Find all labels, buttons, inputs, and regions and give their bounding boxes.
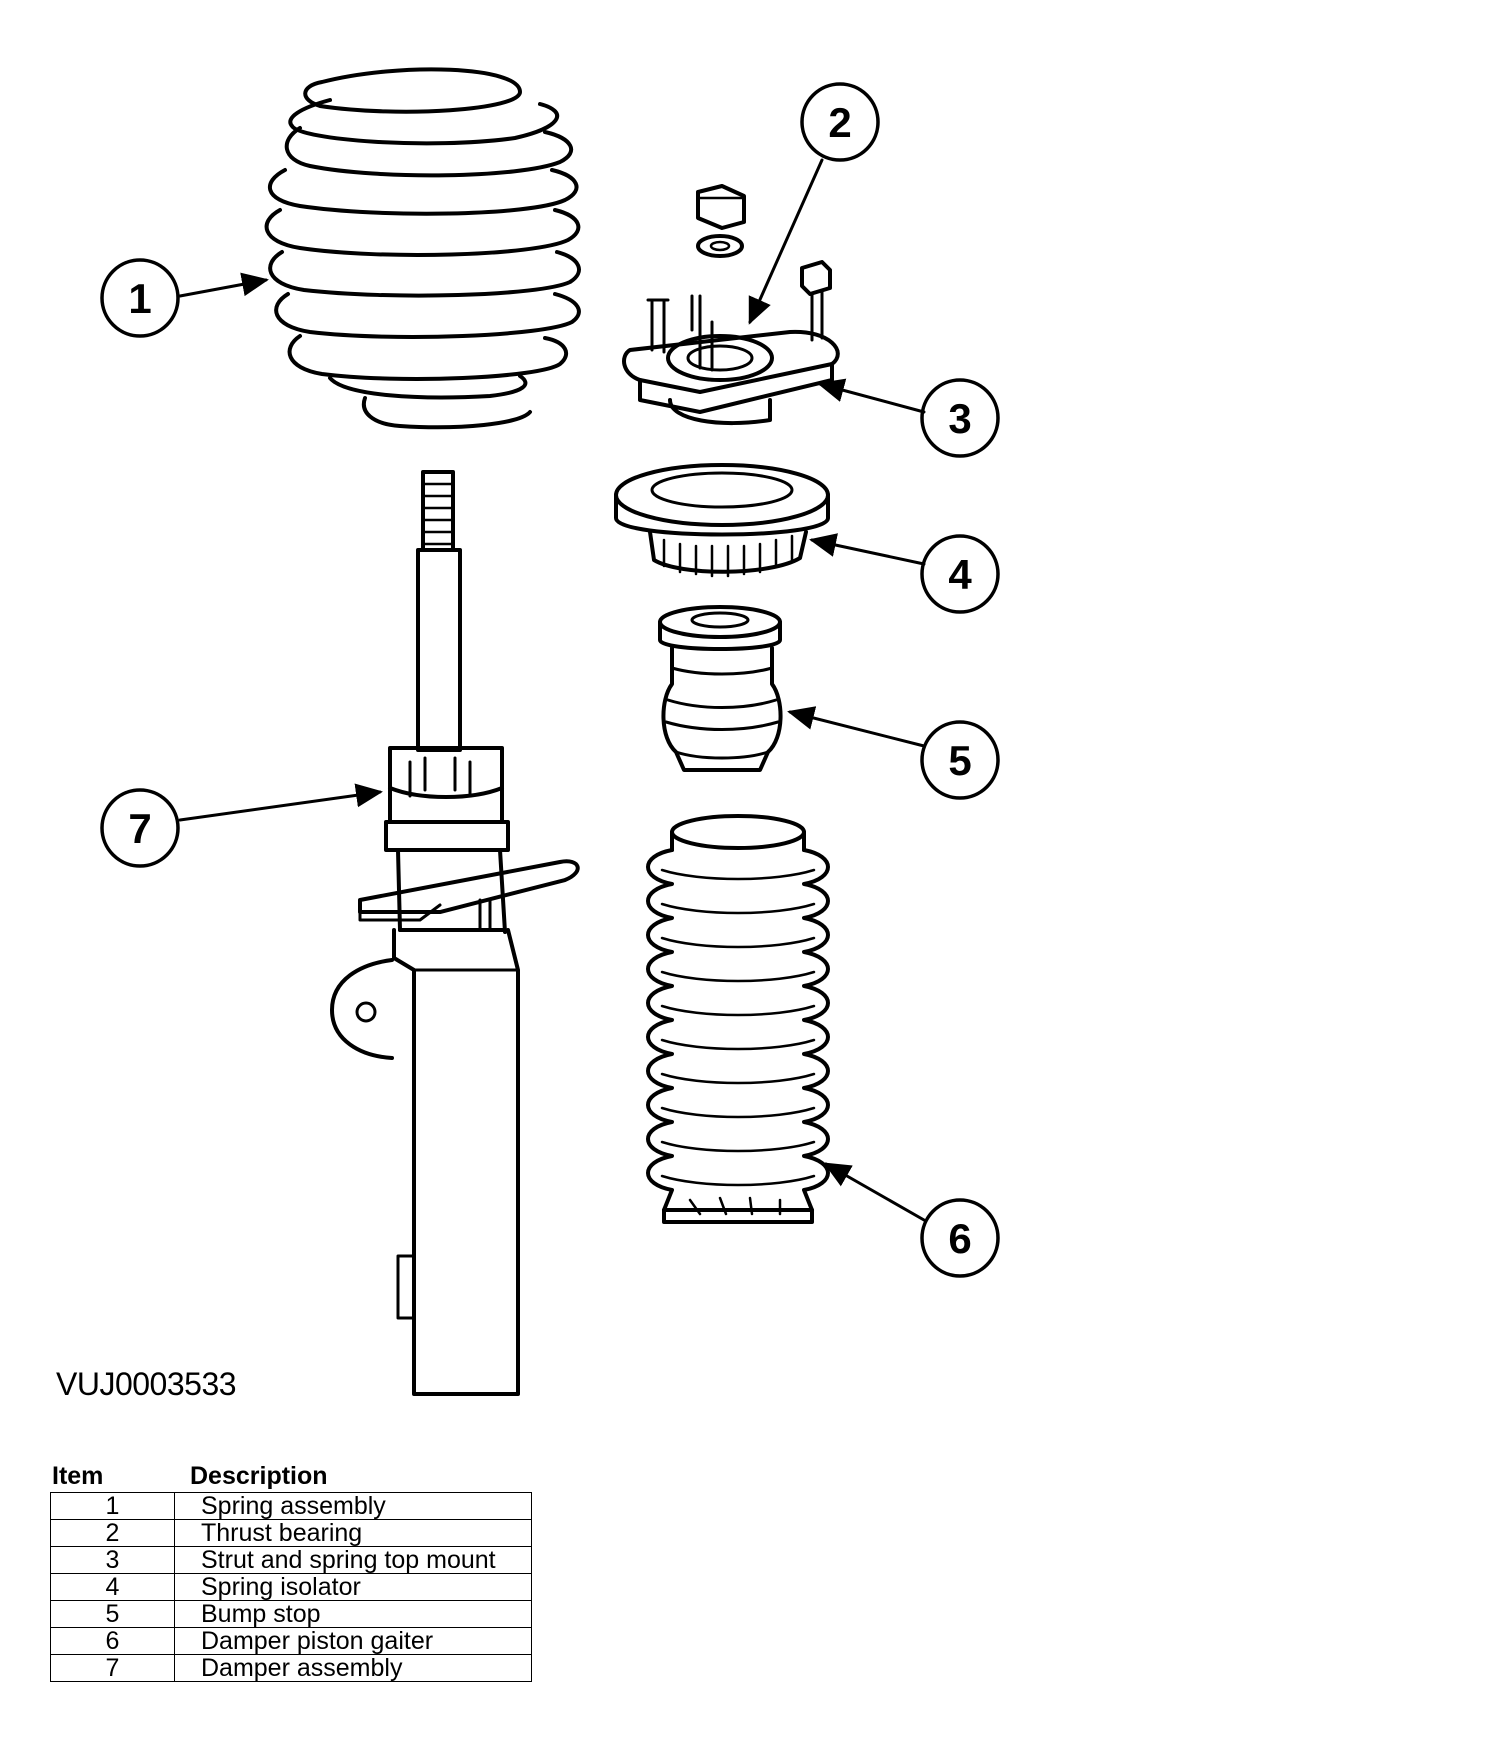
item-description: Damper assembly [174, 1654, 532, 1682]
legend-table: Item Description 1 Spring assembly 2 Thr… [50, 1462, 532, 1682]
legend-header-description: Description [190, 1462, 328, 1490]
callout-7: 7 [100, 788, 180, 868]
callout-1: 1 [100, 258, 180, 338]
legend-header: Item Description [50, 1462, 532, 1492]
spring-isolator-part [614, 463, 830, 578]
callout-2: 2 [800, 82, 880, 162]
svg-text:7: 7 [128, 805, 151, 852]
item-number: 3 [50, 1546, 175, 1574]
svg-text:5: 5 [948, 737, 971, 784]
legend-header-item: Item [52, 1462, 104, 1490]
svg-text:4: 4 [948, 551, 972, 598]
item-description: Thrust bearing [174, 1519, 532, 1547]
thrust-bearing-part [696, 184, 832, 342]
item-number: 2 [50, 1519, 175, 1547]
table-row: 7 Damper assembly [50, 1654, 532, 1682]
figure-id: VUJ0003533 [56, 1366, 237, 1402]
leader-lines [178, 158, 926, 1222]
callout-5: 5 [920, 720, 1000, 800]
item-number: 6 [50, 1627, 175, 1655]
legend-rows: 1 Spring assembly 2 Thrust bearing 3 Str… [50, 1492, 532, 1682]
damper-gaiter-part [646, 814, 830, 1224]
item-description: Damper piston gaiter [174, 1627, 532, 1655]
callout-4: 4 [920, 534, 1000, 614]
damper-assembly-part [330, 470, 580, 1396]
item-description: Bump stop [174, 1600, 532, 1628]
table-row: 4 Spring isolator [50, 1573, 532, 1601]
svg-text:2: 2 [828, 99, 851, 146]
callout-6: 6 [920, 1198, 1000, 1278]
suspension-exploded-diagram: 1 2 3 4 5 6 7 [100, 67, 1000, 1396]
svg-text:6: 6 [948, 1215, 971, 1262]
item-number: 7 [50, 1654, 175, 1682]
table-row: 3 Strut and spring top mount [50, 1546, 532, 1574]
item-description: Spring assembly [174, 1492, 532, 1520]
item-description: Spring isolator [174, 1573, 532, 1601]
table-row: 1 Spring assembly [50, 1492, 532, 1520]
bump-stop-part [658, 605, 783, 772]
svg-text:1: 1 [128, 275, 151, 322]
strut-top-mount-part [622, 294, 840, 426]
callout-3: 3 [920, 378, 1000, 458]
item-description: Strut and spring top mount [174, 1546, 532, 1574]
item-number: 4 [50, 1573, 175, 1601]
item-number: 5 [50, 1600, 175, 1628]
item-number: 1 [50, 1492, 175, 1520]
table-row: 6 Damper piston gaiter [50, 1627, 532, 1655]
table-row: 5 Bump stop [50, 1600, 532, 1628]
table-row: 2 Thrust bearing [50, 1519, 532, 1547]
svg-text:3: 3 [948, 395, 971, 442]
coil-spring-part [264, 67, 581, 430]
